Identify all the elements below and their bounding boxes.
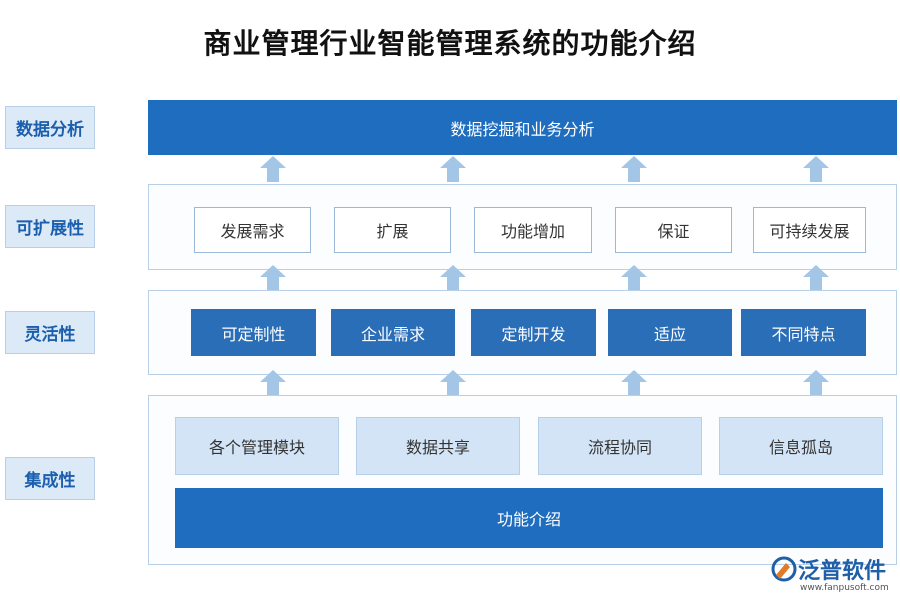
scalability-item: 发展需求 [194, 207, 311, 253]
side-label-scalability: 可扩展性 [5, 205, 95, 248]
scalability-item: 扩展 [334, 207, 451, 253]
flexibility-item: 适应 [608, 309, 732, 356]
flexibility-item: 可定制性 [191, 309, 316, 356]
integration-item: 数据共享 [356, 417, 520, 475]
analysis-bar: 数据挖掘和业务分析 [148, 100, 897, 155]
scalability-layer: 发展需求 扩展 功能增加 保证 可持续发展 [148, 184, 897, 270]
scalability-item: 可持续发展 [753, 207, 866, 253]
logo-url: www.fanpusoft.com [800, 583, 889, 593]
flexibility-item: 不同特点 [741, 309, 866, 356]
side-label-data-analysis: 数据分析 [5, 106, 95, 149]
integration-bar: 功能介绍 [175, 488, 883, 548]
logo-icon [771, 556, 797, 582]
integration-item: 各个管理模块 [175, 417, 339, 475]
scalability-item: 保证 [615, 207, 732, 253]
integration-item: 流程协同 [538, 417, 702, 475]
page-title: 商业管理行业智能管理系统的功能介绍 [203, 27, 697, 60]
flexibility-item: 定制开发 [471, 309, 596, 356]
brand-logo: 泛普软件 www.fanpusoft.com [770, 553, 895, 598]
integration-layer: 各个管理模块 数据共享 流程协同 信息孤岛 功能介绍 [148, 395, 897, 565]
flexibility-item: 企业需求 [331, 309, 455, 356]
logo-name: 泛普软件 [798, 559, 887, 584]
side-label-integration: 集成性 [5, 457, 95, 500]
scalability-item: 功能增加 [474, 207, 592, 253]
side-label-flexibility: 灵活性 [5, 311, 95, 354]
integration-item: 信息孤岛 [719, 417, 883, 475]
flexibility-layer: 可定制性 企业需求 定制开发 适应 不同特点 [148, 290, 897, 375]
